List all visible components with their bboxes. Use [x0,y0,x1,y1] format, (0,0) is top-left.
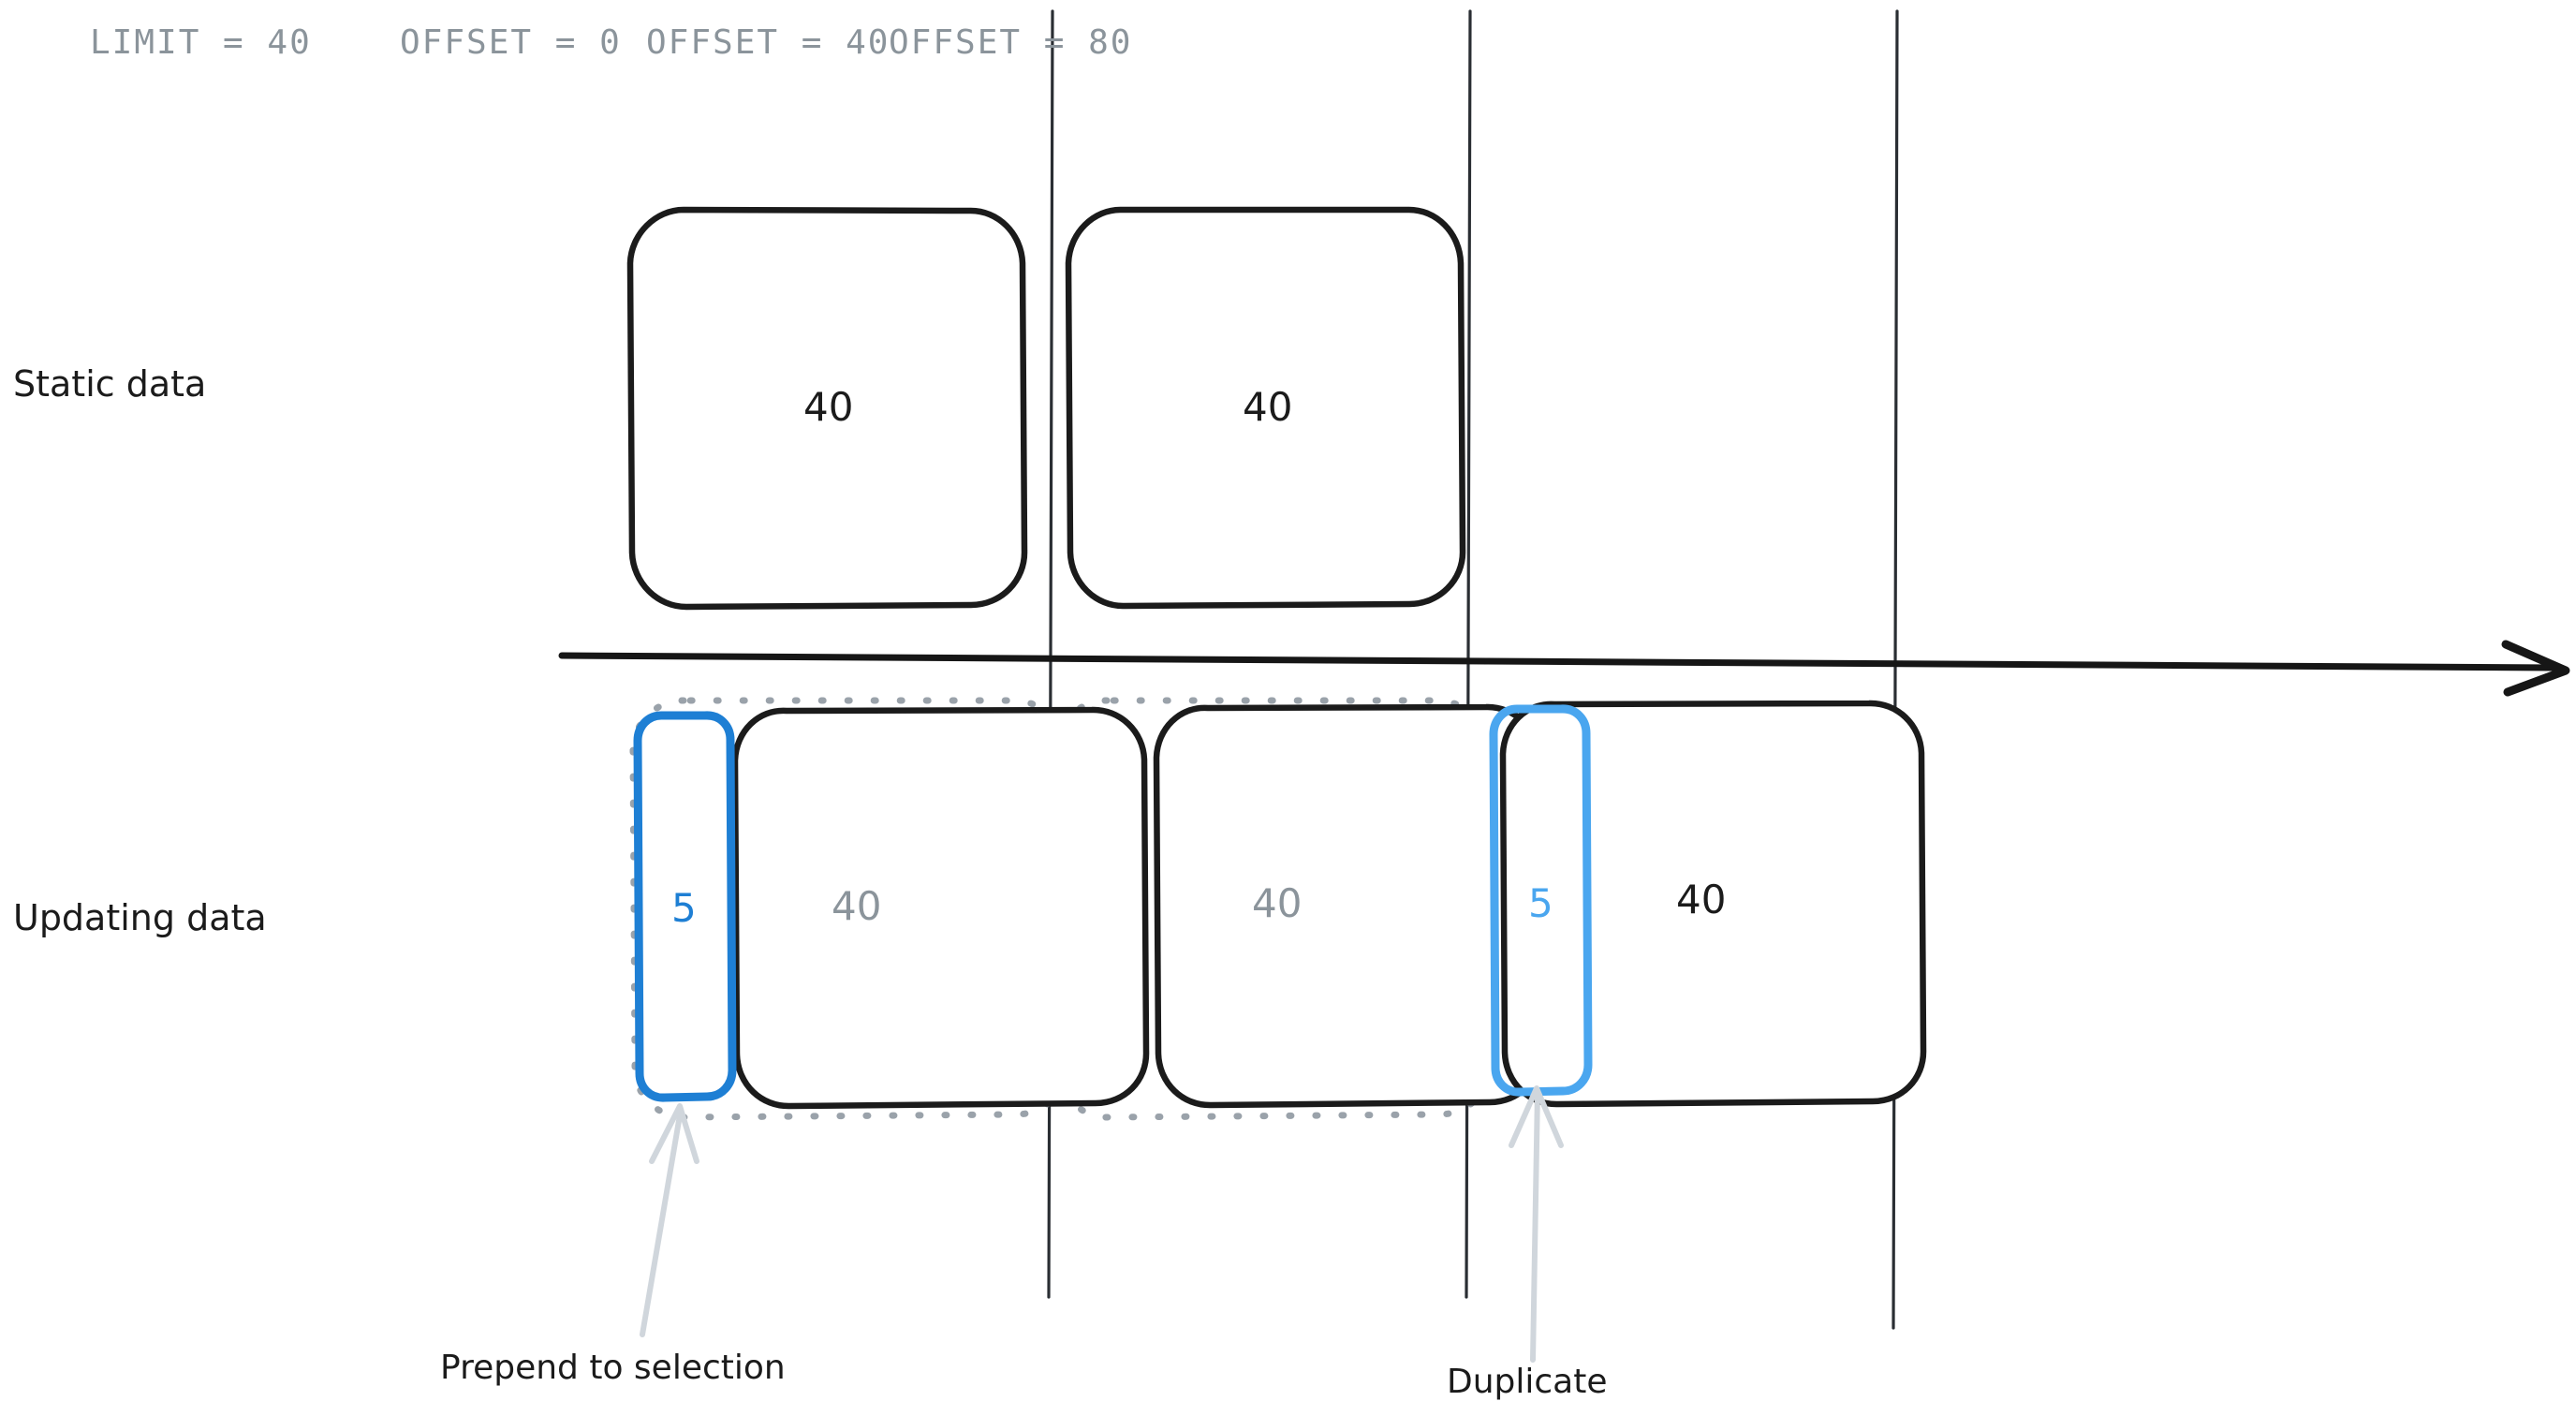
static-page-box-offset40[interactable] [1065,206,1466,610]
divider-line-offset80-end [1892,9,1899,1330]
updating-page-box-offset80[interactable] [1499,700,1927,1108]
updating-page-box-offset40[interactable] [1153,703,1544,1109]
time-axis-line [558,652,2557,671]
blue-highlight-boxes [633,704,1593,1102]
duplicate-callout-arrow [1530,1088,1540,1363]
duplicate-sliver-box[interactable] [1489,704,1593,1097]
prepend-callout-arrowhead [649,1103,699,1164]
static-row-boxes [626,206,1466,611]
prepend-callout-arrow [640,1107,684,1337]
callout-arrows [640,1085,1564,1363]
static-page-box-offset0[interactable] [626,206,1028,611]
updating-page-box-offset0[interactable] [731,706,1150,1110]
time-axis-arrowhead [2501,640,2570,697]
duplicate-callout-arrowhead [1509,1085,1564,1148]
updating-row-boxes [731,700,1927,1110]
time-axis-arrow [558,640,2570,697]
prepend-sliver-box[interactable] [633,711,737,1102]
